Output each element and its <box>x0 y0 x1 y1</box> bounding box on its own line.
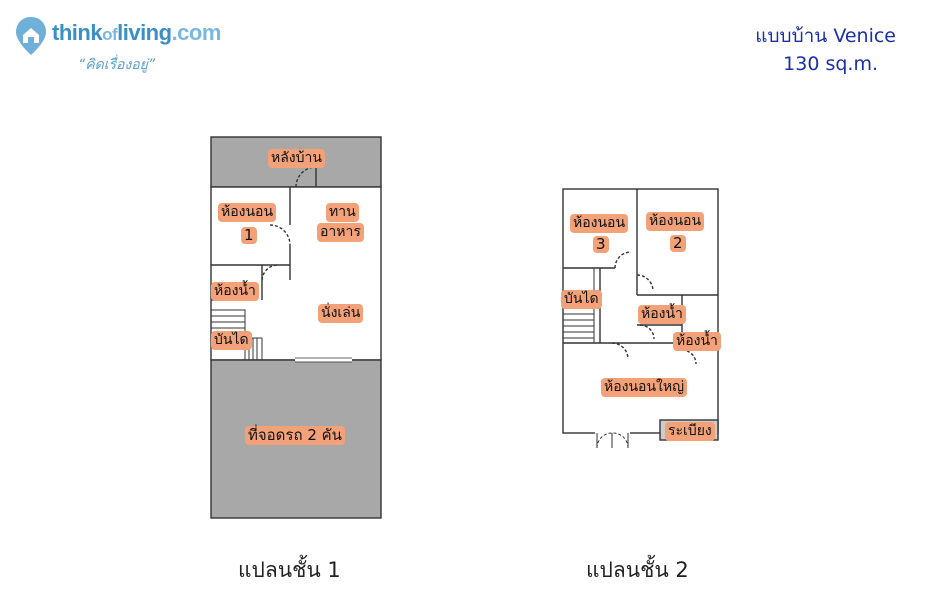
floor2-bed2-door-swing <box>636 274 654 292</box>
floor2-balcony-doors <box>596 433 629 448</box>
room-number-bedroom-2: 2 <box>670 235 686 252</box>
room-label-bathroom-a-floor2: ห้องน้ำ <box>638 305 686 324</box>
floor2-caption: แปลนชั้น 2 <box>586 558 689 582</box>
room-label-stairs-floor2: บันได <box>561 290 602 309</box>
room-label-living: นั่งเล่น <box>318 304 364 323</box>
room-label-backyard: หลังบ้าน <box>268 149 325 168</box>
floor1-bedroom1-door-swing <box>269 224 291 246</box>
room-label-balcony: ระเบียง <box>665 422 715 441</box>
brand-name: thinkofliving.com <box>52 20 221 46</box>
floor2-bed3-door-swing <box>614 251 632 269</box>
room-number-bedroom-3: 3 <box>593 236 609 253</box>
house-info: แบบบ้าน Venice 130 sq.m. <box>696 22 896 78</box>
room-label-stairs-floor1: บันได <box>211 331 252 350</box>
room-label-bedroom-1: ห้องนอน <box>218 203 277 222</box>
room-label-dining-line2: อาหาร <box>317 223 364 242</box>
room-label-bedroom-2: ห้องนอน <box>646 212 705 231</box>
floor1-bathroom-door-swing <box>261 264 279 281</box>
brand-name-of: of <box>102 25 118 44</box>
room-label-bedroom-3: ห้องนอน <box>570 214 629 233</box>
brand-logo[interactable]: thinkofliving.com “คิดเรื่องอยู่” <box>14 14 254 78</box>
room-label-dining-line1: ทาน <box>326 203 359 222</box>
house-model: แบบบ้าน Venice <box>755 25 896 47</box>
room-label-bathroom-b-floor2: ห้องน้ำ <box>673 332 721 351</box>
house-area: 130 sq.m. <box>783 53 878 75</box>
floor2-master-door-swing <box>611 342 629 360</box>
brand-tagline: “คิดเรื่องอยู่” <box>78 57 156 73</box>
floor1-caption: แปลนชั้น 1 <box>238 558 341 582</box>
room-label-parking: ที่จอดรถ 2 คัน <box>245 426 345 445</box>
brand-name-think: think <box>52 20 103 45</box>
brand-name-living: living <box>117 20 172 45</box>
floor2-bath-a-door-swing <box>639 324 655 340</box>
brand-name-com: .com <box>171 20 222 45</box>
floor1-plan <box>210 136 382 519</box>
location-pin-icon <box>16 17 46 55</box>
room-number-bedroom-1: 1 <box>241 227 257 244</box>
floor1-back-door-swing <box>295 166 317 188</box>
room-label-bathroom-floor1: ห้องน้ำ <box>211 282 259 301</box>
floor2-balcony-door-swings <box>596 432 629 449</box>
room-label-master-bedroom: ห้องนอนใหญ่ <box>601 378 688 397</box>
